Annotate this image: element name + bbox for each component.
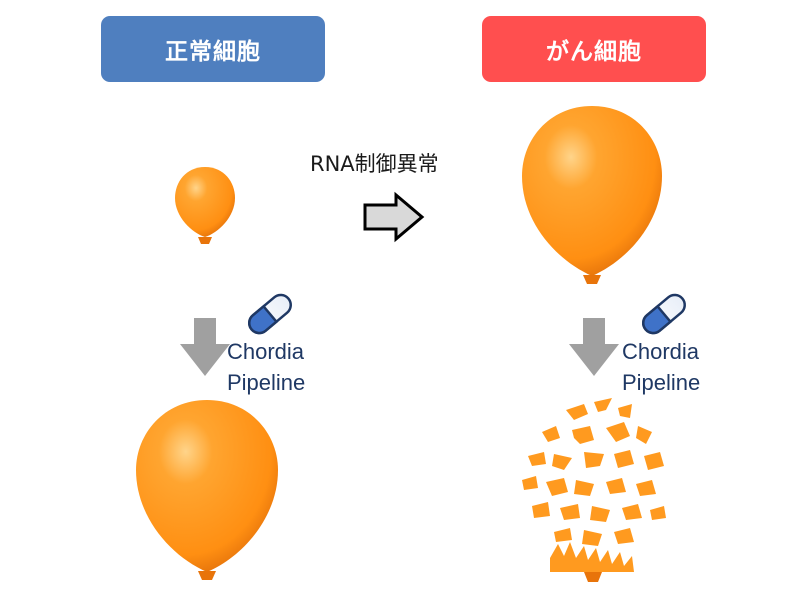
cancer-cell-header: がん細胞 [482, 16, 706, 82]
treatment-label-left: Chordia Pipeline [227, 336, 305, 398]
treatment-name-line2: Pipeline [227, 370, 306, 395]
rna-dysregulation-label: RNA制御異常 [310, 152, 439, 176]
capsule-icon [248, 293, 292, 335]
right-arrow-icon [363, 191, 425, 243]
healthy-balloon-icon [136, 400, 278, 580]
down-arrow-icon [569, 318, 619, 376]
normal-cell-header: 正常細胞 [101, 16, 325, 82]
burst-balloon-icon [522, 398, 666, 582]
treatment-name-line1: Chordia [227, 339, 305, 364]
treatment-label-right: Chordia Pipeline [622, 336, 700, 398]
treatment-name-line1: Chordia [622, 339, 700, 364]
treatment-name-line2: Pipeline [622, 370, 701, 395]
normal-cell-label: 正常細胞 [165, 39, 261, 65]
small-balloon-icon [175, 167, 235, 244]
down-arrow-icon [180, 318, 230, 376]
capsule-icon [642, 293, 686, 335]
large-balloon-icon [522, 106, 662, 284]
cancer-cell-label: がん細胞 [546, 39, 642, 65]
